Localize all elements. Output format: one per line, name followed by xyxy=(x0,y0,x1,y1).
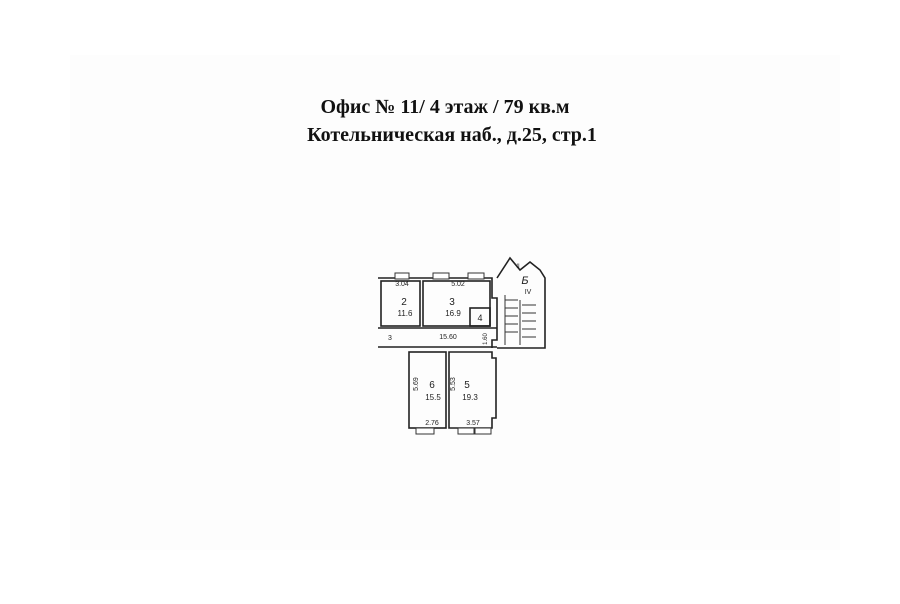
corridor xyxy=(378,327,497,348)
scanned-sheet xyxy=(70,55,840,550)
room2-area: 11.6 xyxy=(398,309,414,318)
room6-length: 5.69 xyxy=(413,377,420,391)
room-4 xyxy=(469,307,491,327)
room6-number: 6 xyxy=(429,380,435,391)
room3-number: 3 xyxy=(449,297,455,308)
corridor-width: 1.60 xyxy=(483,333,489,345)
room4-number: 4 xyxy=(477,313,482,323)
room2-width: 3.04 xyxy=(395,281,409,288)
stair-mark-side: IV xyxy=(525,289,532,296)
room-2 xyxy=(380,280,421,327)
room3-width: 5.02 xyxy=(451,281,465,288)
room5-length: 5.53 xyxy=(450,377,457,391)
corridor-number: 3 xyxy=(388,335,392,342)
room5-width: 3.57 xyxy=(466,420,480,427)
stair-letter: Б xyxy=(521,275,528,287)
stairwell xyxy=(496,256,546,349)
room-3 xyxy=(422,280,491,327)
room6-area: 15.5 xyxy=(425,393,441,402)
windows xyxy=(394,272,492,435)
plan-labels: 3.04 2 11.6 5.02 3 16.9 4 3 15.60 1.60 I… xyxy=(388,264,532,427)
room5-area: 19.3 xyxy=(462,393,478,402)
stair-steps xyxy=(504,295,536,345)
room3-area: 16.9 xyxy=(445,309,461,318)
room6-width: 2.76 xyxy=(425,420,439,427)
document-title: Офис № 11/ 4 этаж / 79 кв.м xyxy=(320,96,570,118)
room2-number: 2 xyxy=(401,297,407,308)
room5-number: 5 xyxy=(464,380,470,391)
stair-mark-top: II xyxy=(516,264,520,270)
corridor-length: 15.60 xyxy=(439,334,457,341)
document-address: Котельническая наб., д.25, стр.1 xyxy=(307,124,597,146)
walls xyxy=(378,256,546,429)
